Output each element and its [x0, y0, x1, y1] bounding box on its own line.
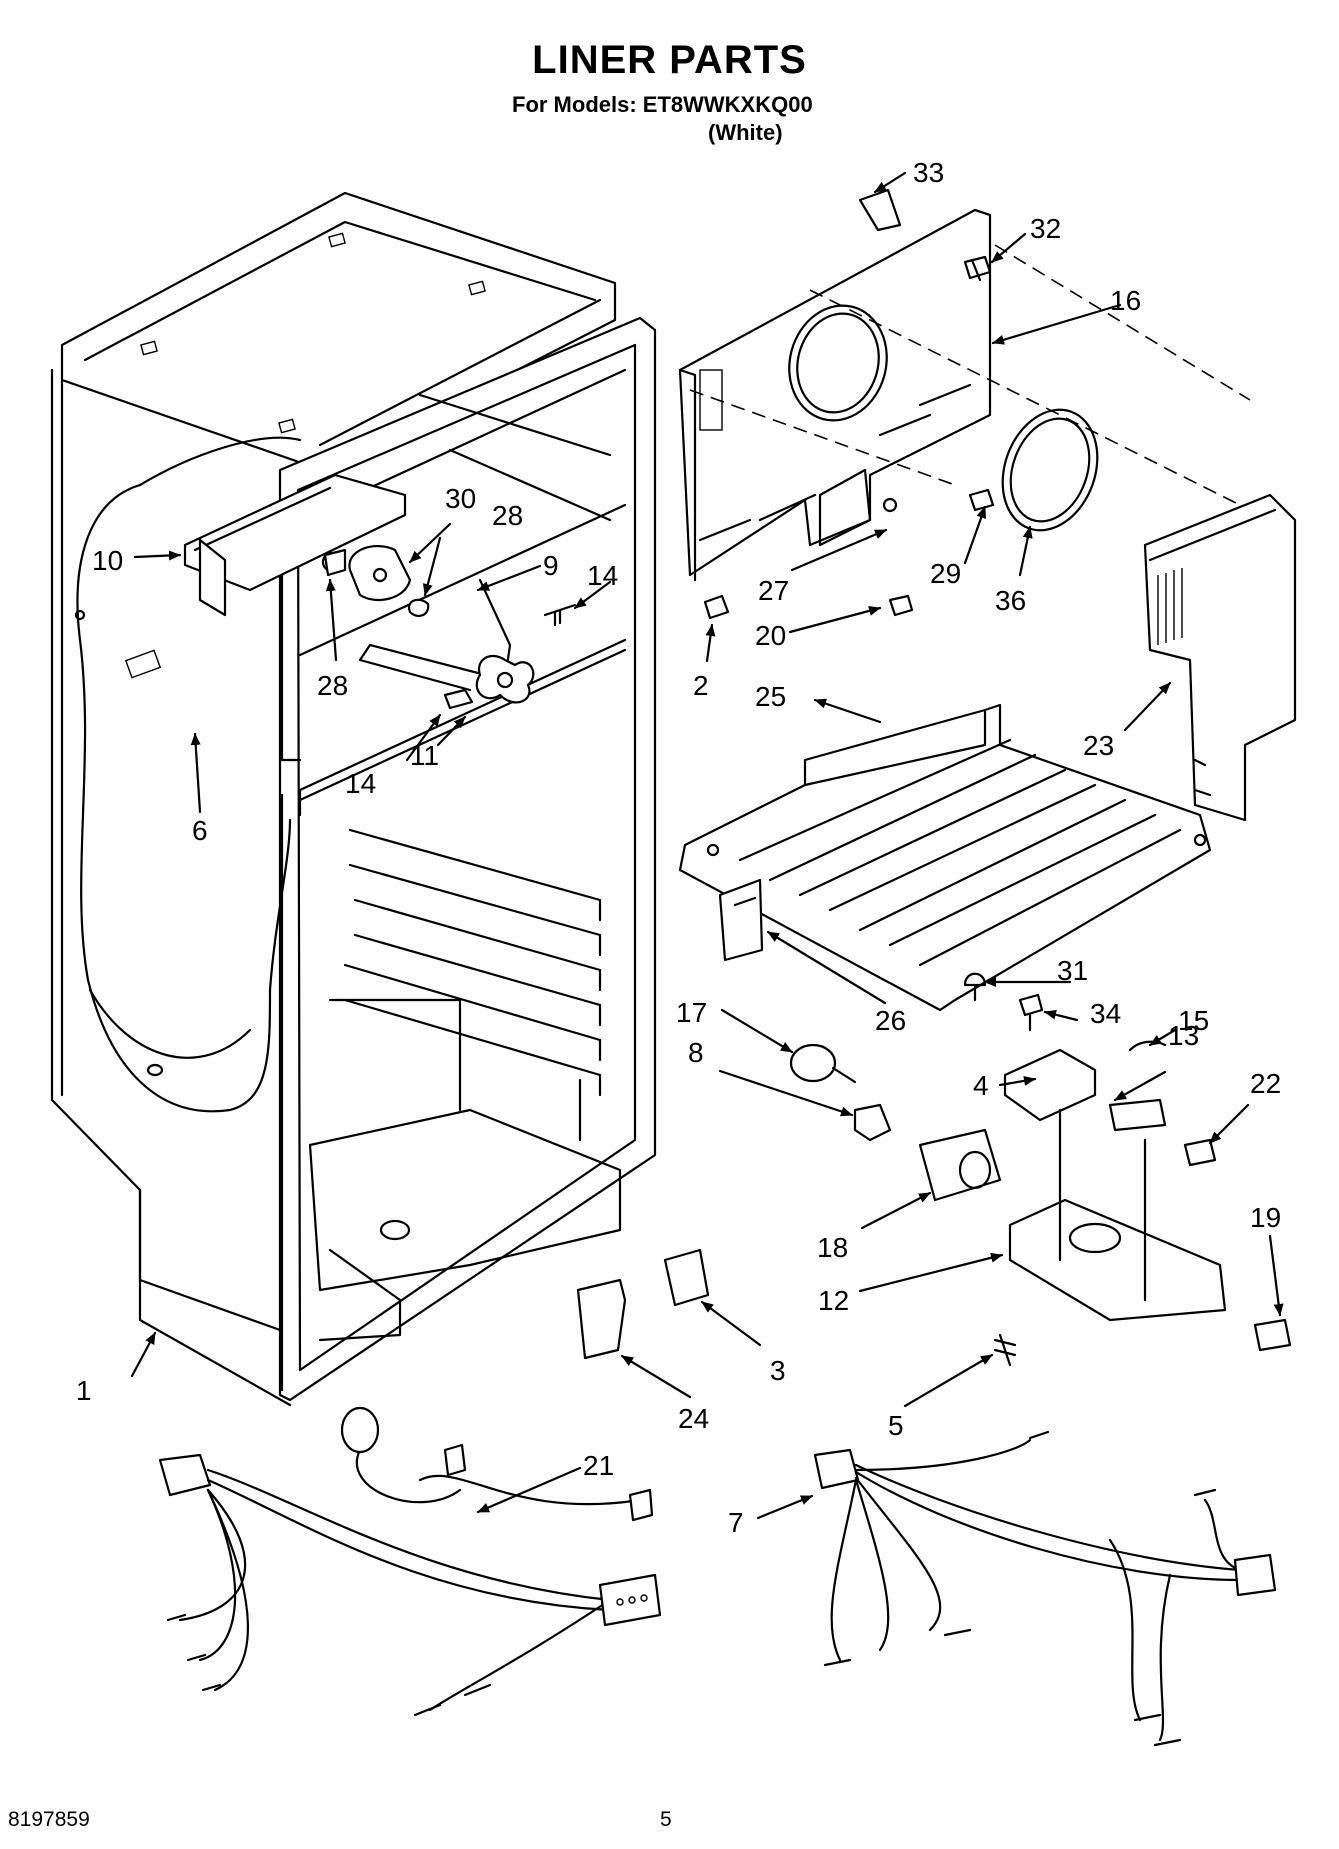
callout-6: 6 [192, 815, 208, 846]
callout-20: 20 [755, 620, 786, 651]
callout-22: 22 [1250, 1068, 1281, 1099]
liner-cabinet [50, 191, 657, 1407]
callout-15: 15 [1178, 1005, 1209, 1036]
wire-harness-right [813, 1430, 1277, 1747]
callout-7: 7 [728, 1507, 744, 1538]
callout-9: 9 [543, 550, 559, 581]
callout-23: 23 [1083, 730, 1114, 761]
callout-30: 30 [445, 483, 476, 514]
callout-labels: 1 2 3 4 5 6 7 8 9 10 11 12 13 14 14 15 1… [76, 157, 1281, 1538]
callout-10: 10 [92, 545, 123, 576]
callout-8: 8 [688, 1037, 704, 1068]
callout-29: 29 [930, 558, 961, 589]
callout-27: 27 [758, 575, 789, 606]
callout-28-b: 28 [317, 670, 348, 701]
crisper-cover-shelf [678, 703, 1212, 1012]
callout-34: 34 [1090, 998, 1121, 1029]
callout-36: 36 [995, 585, 1026, 616]
document-number: 8197859 [8, 1808, 90, 1831]
callout-26: 26 [875, 1005, 906, 1036]
callout-18: 18 [817, 1232, 848, 1263]
callout-11: 11 [410, 740, 439, 771]
page-title: LINER PARTS [532, 38, 807, 82]
callout-5: 5 [888, 1410, 904, 1441]
callout-3: 3 [770, 1355, 786, 1386]
callout-33: 33 [913, 157, 944, 188]
page-number: 5 [660, 1808, 672, 1831]
models-line: For Models: ET8WWKXKQ00 [512, 92, 813, 117]
evaporator-fan-assembly [183, 473, 577, 710]
callout-17: 17 [676, 997, 707, 1028]
callout-31: 31 [1057, 955, 1088, 986]
callout-13: 13 [1168, 1020, 1199, 1051]
callout-25: 25 [755, 681, 786, 712]
callout-19: 19 [1250, 1202, 1281, 1233]
leader-lines [130, 171, 1284, 1520]
callout-32: 32 [1030, 213, 1061, 244]
callout-1: 1 [76, 1375, 92, 1406]
evaporator-cover-panel [678, 208, 1251, 582]
callout-14-b: 14 [345, 768, 376, 799]
wire-harness-left [158, 1406, 662, 1717]
callout-24: 24 [678, 1403, 709, 1434]
small-parts [323, 188, 1292, 1367]
callout-28-a: 28 [492, 500, 523, 531]
callout-16: 16 [1110, 285, 1141, 316]
callout-4: 4 [973, 1070, 989, 1101]
callout-14-a: 14 [587, 560, 618, 591]
air-duct [1143, 493, 1297, 822]
color-line: (White) [708, 120, 783, 145]
callout-12: 12 [818, 1285, 849, 1316]
callout-2: 2 [693, 670, 709, 701]
callout-21: 21 [583, 1450, 614, 1481]
damper-ring [1001, 408, 1099, 532]
